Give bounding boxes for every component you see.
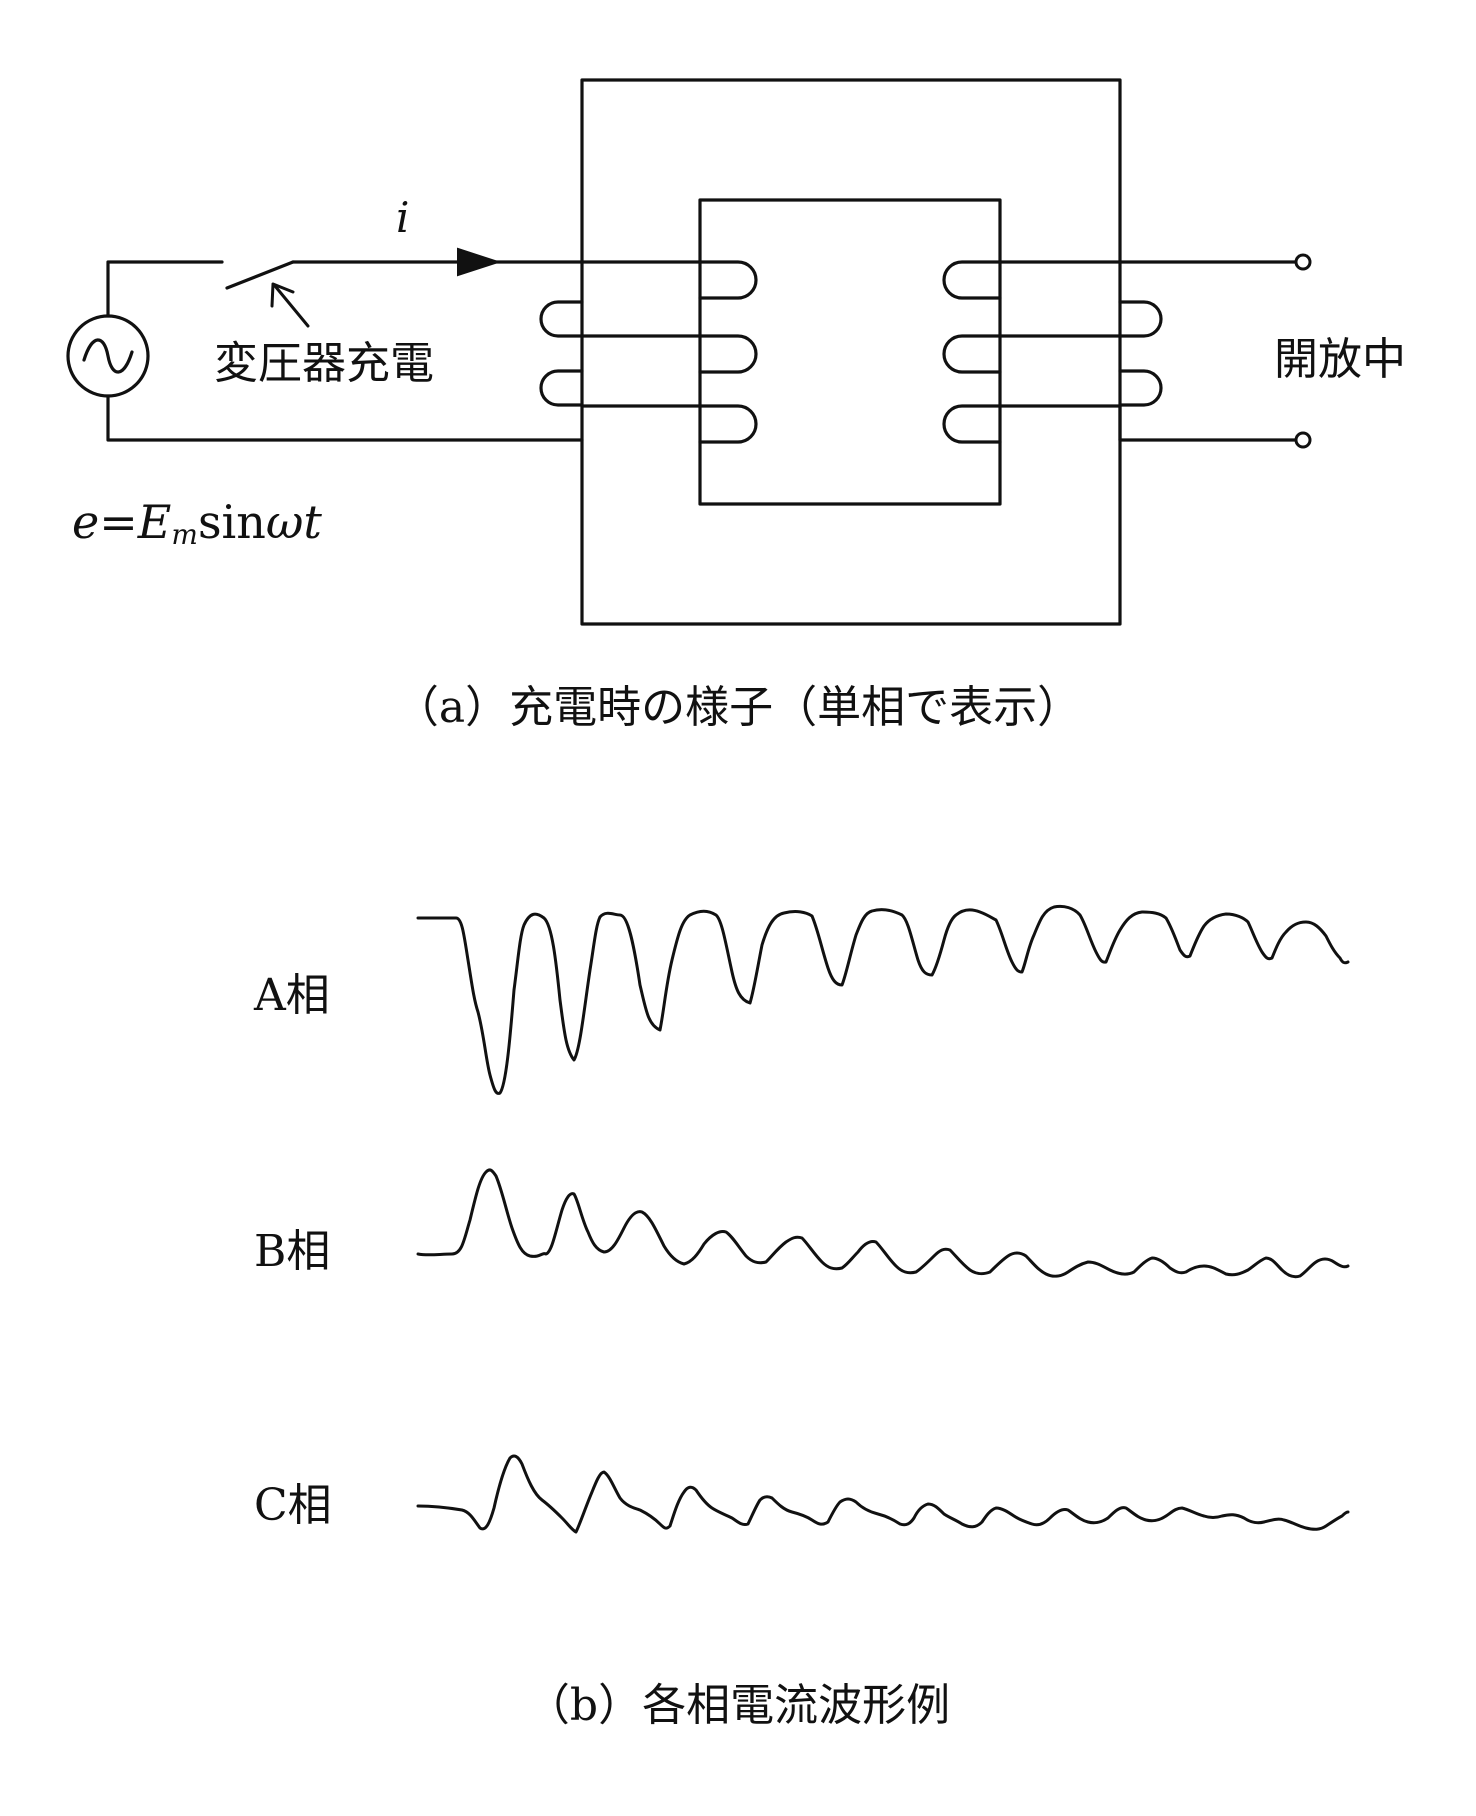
eq-e: e — [72, 495, 99, 549]
ac-source-icon — [66, 314, 150, 398]
eq-t: t — [303, 495, 322, 549]
switch-blade — [225, 260, 295, 290]
current-direction-arrow-icon — [457, 247, 502, 277]
eq-equals: = — [99, 495, 138, 549]
eq-E: E — [137, 495, 172, 549]
open-terminal-bottom — [1294, 431, 1312, 449]
eq-sin: sin — [198, 495, 266, 549]
phase-a-label: A相 — [253, 970, 330, 1021]
open-terminal-top — [1294, 253, 1312, 271]
source-bottom-wire — [106, 394, 584, 442]
open-state-label: 開放中 — [1274, 334, 1406, 385]
phase-b-waveform — [416, 1168, 1350, 1279]
phase-a-waveform — [416, 904, 1350, 1095]
waveforms-b: A相 B相 C相 — [253, 904, 1350, 1534]
phase-c-waveform — [416, 1454, 1350, 1534]
circuit-a: i 変圧器充電 開放中 e=Emsinωt — [66, 78, 1406, 626]
source-equation: e=Emsinωt — [72, 495, 322, 551]
secondary-winding — [942, 260, 1298, 444]
phase-c-label: C相 — [254, 1480, 332, 1531]
switch-pointer-arrow — [270, 282, 310, 328]
core-window — [698, 198, 1002, 506]
caption-b: （b）各相電流波形例 — [526, 1680, 950, 1731]
switch-label: 変圧器充電 — [214, 338, 434, 389]
phase-b-label: B相 — [254, 1226, 330, 1277]
eq-omega: ω — [266, 495, 304, 549]
primary-winding — [539, 260, 758, 444]
caption-a: （a）充電時の様子（単相で表示） — [395, 682, 1081, 733]
source-top-wire — [106, 260, 224, 318]
current-label: i — [396, 193, 409, 242]
eq-m: m — [171, 518, 198, 551]
core-outer — [580, 78, 1122, 626]
